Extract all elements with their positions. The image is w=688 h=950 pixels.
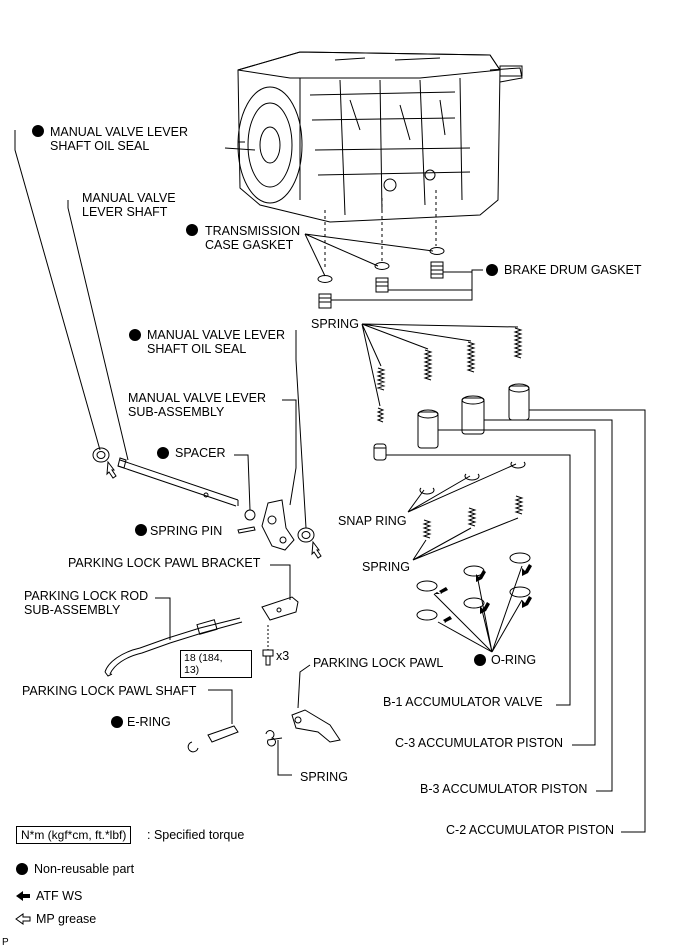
label-parking-lock-pawl-shaft: PARKING LOCK PAWL SHAFT bbox=[22, 684, 197, 698]
label-b3-accumulator-piston: B-3 ACCUMULATOR PISTON bbox=[420, 782, 588, 796]
case-gasket-2 bbox=[374, 262, 390, 270]
accumulator-pistons bbox=[373, 383, 530, 461]
parking-lock-pawl-shaft-part bbox=[207, 725, 239, 743]
label-parking-lock-rod-sub-assembly: PARKING LOCK ROD SUB-ASSEMBLY bbox=[24, 589, 149, 617]
legend-mp-grease: MP grease bbox=[36, 912, 97, 926]
label-manual-valve-lever-shaft-oil-seal-2: MANUAL VALVE LEVER SHAFT OIL SEAL bbox=[147, 328, 286, 356]
transmission-case bbox=[224, 51, 523, 223]
atf-arrows bbox=[434, 564, 532, 623]
case-gasket-1 bbox=[317, 275, 333, 283]
torque-value-box: 18 (184, 13) bbox=[180, 650, 252, 678]
label-b1-accumulator-valve: B-1 ACCUMULATOR VALVE bbox=[383, 695, 543, 709]
label-spring-bottom: SPRING bbox=[300, 770, 348, 784]
oil-seal-left bbox=[92, 447, 110, 463]
legend-symbols bbox=[15, 863, 31, 925]
label-o-ring: O-RING bbox=[491, 653, 537, 667]
label-e-ring: E-RING bbox=[127, 715, 171, 729]
non-reusable-markers bbox=[32, 125, 498, 728]
label-c2-accumulator-piston: C-2 ACCUMULATOR PISTON bbox=[446, 823, 615, 837]
oil-seal-right bbox=[297, 527, 315, 543]
legend-non-reusable: Non-reusable part bbox=[34, 862, 135, 876]
label-transmission-case-gasket: TRANSMISSION CASE GASKET bbox=[205, 224, 301, 252]
parking-lock-pawl-part bbox=[291, 709, 341, 743]
o-rings bbox=[416, 552, 531, 621]
label-parking-lock-pawl: PARKING LOCK PAWL bbox=[313, 656, 444, 670]
label-spring-top: SPRING bbox=[311, 317, 359, 331]
snap-rings bbox=[419, 461, 526, 495]
e-ring-part bbox=[187, 741, 199, 753]
label-spring-mid: SPRING bbox=[362, 560, 410, 574]
springs-top bbox=[376, 327, 523, 423]
label-manual-valve-lever-sub-assembly: MANUAL VALVE LEVER SUB-ASSEMBLY bbox=[128, 391, 267, 419]
spacer-part bbox=[244, 509, 256, 521]
label-spring-pin: SPRING PIN bbox=[150, 524, 223, 538]
page-letter: P bbox=[2, 937, 9, 948]
legend-torque-box: N*m (kgf*cm, ft.*lbf) bbox=[16, 826, 132, 844]
label-parking-lock-pawl-bracket: PARKING LOCK PAWL BRACKET bbox=[68, 556, 261, 570]
manual-valve-lever bbox=[261, 499, 295, 551]
spring-pin-part bbox=[237, 526, 256, 534]
label-manual-valve-lever-shaft: MANUAL VALVE LEVER SHAFT bbox=[82, 191, 176, 219]
legend-torque-desc: : Specified torque bbox=[147, 828, 245, 842]
parking-lock-rod-part bbox=[104, 617, 243, 677]
label-snap-ring: SNAP RING bbox=[338, 514, 407, 528]
bolt bbox=[262, 649, 274, 666]
pawl-spring-part bbox=[265, 730, 283, 747]
mp-grease-arrows bbox=[106, 460, 322, 559]
springs-lower bbox=[422, 495, 524, 539]
brake-drum-gaskets bbox=[318, 261, 444, 309]
legend-atf-ws: ATF WS bbox=[36, 889, 83, 903]
label-bolt-qty: x3 bbox=[276, 649, 290, 663]
label-brake-drum-gasket: BRAKE DRUM GASKET bbox=[504, 263, 642, 277]
label-manual-valve-lever-shaft-oil-seal-1: MANUAL VALVE LEVER SHAFT OIL SEAL bbox=[50, 125, 189, 153]
label-c3-accumulator-piston: C-3 ACCUMULATOR PISTON bbox=[395, 736, 564, 750]
manual-valve-lever-shaft bbox=[117, 457, 239, 507]
parking-lock-pawl-bracket-part bbox=[261, 596, 299, 621]
label-spacer: SPACER bbox=[175, 446, 226, 460]
